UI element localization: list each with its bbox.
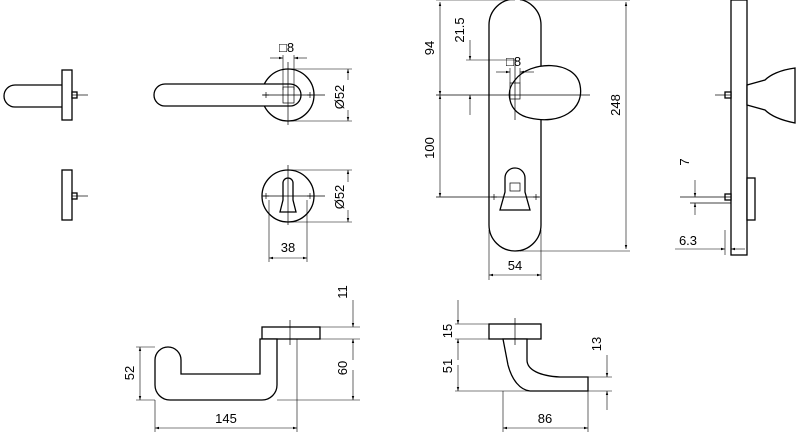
dim-7: 7 <box>677 158 692 165</box>
dim-13: 13 <box>589 337 604 351</box>
dim-86: 86 <box>538 411 552 426</box>
dim-248: 248 <box>608 94 623 116</box>
dim-52: 52 <box>122 366 137 380</box>
bottom-u-lever <box>136 300 360 432</box>
dim-54: 54 <box>508 258 522 273</box>
dim-sq8-lever: □8 <box>279 40 294 55</box>
dim-6-3: 6.3 <box>679 233 697 248</box>
dim-60: 60 <box>335 361 350 375</box>
dim-sq8-plate: □8 <box>506 54 521 69</box>
dim-145: 145 <box>215 411 237 426</box>
side-view-long-plate <box>675 0 796 256</box>
front-view-key-rose <box>261 165 352 262</box>
dim-11: 11 <box>335 285 350 299</box>
dim-dia52-rose: Ø52 <box>332 85 347 110</box>
dim-100: 100 <box>422 137 437 159</box>
dim-15: 15 <box>440 324 455 338</box>
bottom-cranked-lever <box>455 300 612 432</box>
dim-dia52-key: Ø52 <box>332 185 347 210</box>
side-view-lever <box>3 69 88 121</box>
dim-51: 51 <box>440 359 455 373</box>
dim-21-5: 21.5 <box>452 17 467 42</box>
dim-94: 94 <box>422 41 437 55</box>
side-view-key-rose <box>61 169 88 221</box>
dim-38: 38 <box>281 240 295 255</box>
front-view-lever-rose <box>153 55 352 125</box>
front-view-long-plate <box>436 0 630 280</box>
